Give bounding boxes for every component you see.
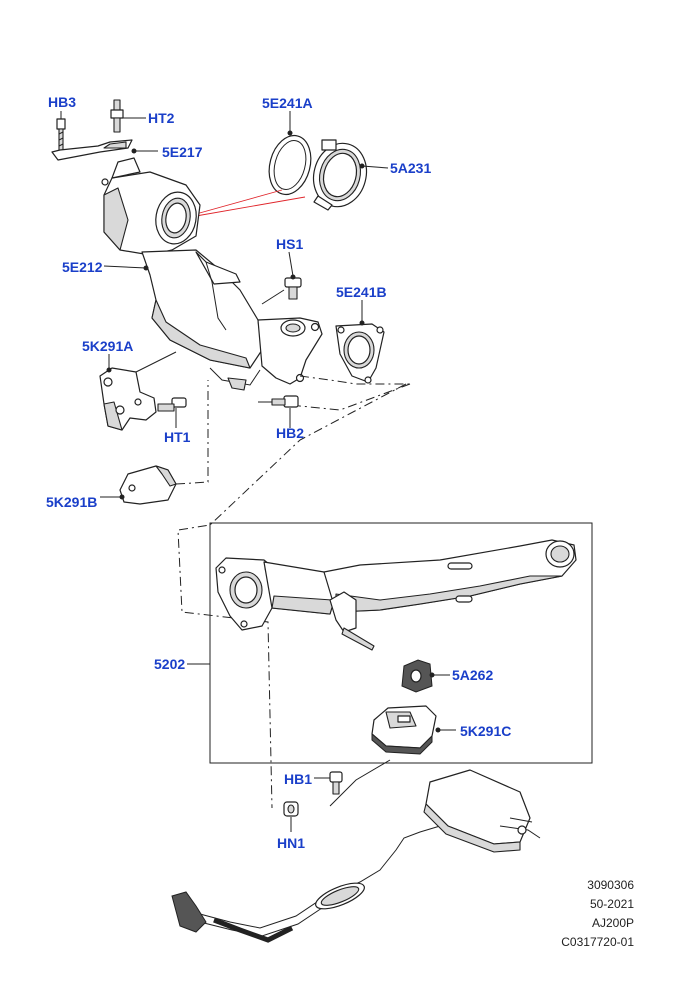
5k291b-alignment <box>175 380 209 485</box>
callout-hb2[interactable]: HB2 <box>276 425 305 441</box>
assembly-link <box>177 383 407 809</box>
5k291a-alignment <box>135 351 177 373</box>
5e217-heat-shield <box>51 139 137 161</box>
callout-hb1[interactable]: HB1 <box>284 771 313 787</box>
callout-5k291c[interactable]: 5K291C <box>460 723 512 739</box>
5a262-rubber-mount <box>401 659 435 693</box>
callout-5202[interactable]: 5202 <box>154 656 186 672</box>
hs1-alignment <box>261 289 285 305</box>
callout-hn1[interactable]: HN1 <box>277 835 306 851</box>
callout-5k291b[interactable]: 5K291B <box>46 494 98 510</box>
reference-line-3: AJ200P <box>591 916 634 930</box>
reference-line-2: 50-2021 <box>589 897 634 911</box>
callout-5e217[interactable]: 5E217 <box>162 144 203 160</box>
5e212-catalytic-converter <box>101 157 323 391</box>
5k291c-alignment <box>329 759 391 807</box>
reference-block: 3090306 50-2021 AJ200P C0317720-01 <box>514 876 634 952</box>
5a231-clamp <box>312 139 368 211</box>
callout-hb3[interactable]: HB3 <box>48 94 77 110</box>
hs1-leader <box>288 251 294 277</box>
hb1-bolt <box>329 771 343 795</box>
hn1-nut <box>283 801 299 817</box>
alignment-line <box>195 189 283 215</box>
5a231-leader <box>361 165 389 169</box>
alignment-line <box>195 196 306 217</box>
5e241b-gasket <box>335 320 385 384</box>
hs1-stud <box>284 274 302 300</box>
callout-5e241b[interactable]: 5E241B <box>336 284 387 300</box>
hb2-bolt <box>258 395 299 408</box>
callout-5a262[interactable]: 5A262 <box>452 667 494 683</box>
callout-5e241a[interactable]: 5E241A <box>262 95 313 111</box>
5k291a-bracket <box>99 367 157 431</box>
exhaust-system-overview <box>171 769 541 943</box>
callout-hs1[interactable]: HS1 <box>276 236 304 252</box>
callout-5e212[interactable]: 5E212 <box>62 259 103 275</box>
5k291c-bracket <box>371 705 441 755</box>
5e241a-gasket <box>268 130 312 196</box>
ht1-stud <box>157 397 187 412</box>
flange-alignment <box>279 383 411 411</box>
flange-alignment <box>299 375 410 385</box>
5202-assembly-frame <box>209 522 593 764</box>
callout-ht1[interactable]: HT1 <box>164 429 191 445</box>
5k291b-bracket <box>119 465 177 505</box>
callout-ht2[interactable]: HT2 <box>148 110 175 126</box>
ht2-stud <box>110 99 124 133</box>
reference-line-1: 3090306 <box>587 878 634 892</box>
callout-5k291a[interactable]: 5K291A <box>82 338 134 354</box>
5e212-leader <box>103 265 147 269</box>
reference-line-4: C0317720-01 <box>561 935 634 949</box>
callout-5a231[interactable]: 5A231 <box>390 160 432 176</box>
5202-front-pipe <box>215 539 577 651</box>
